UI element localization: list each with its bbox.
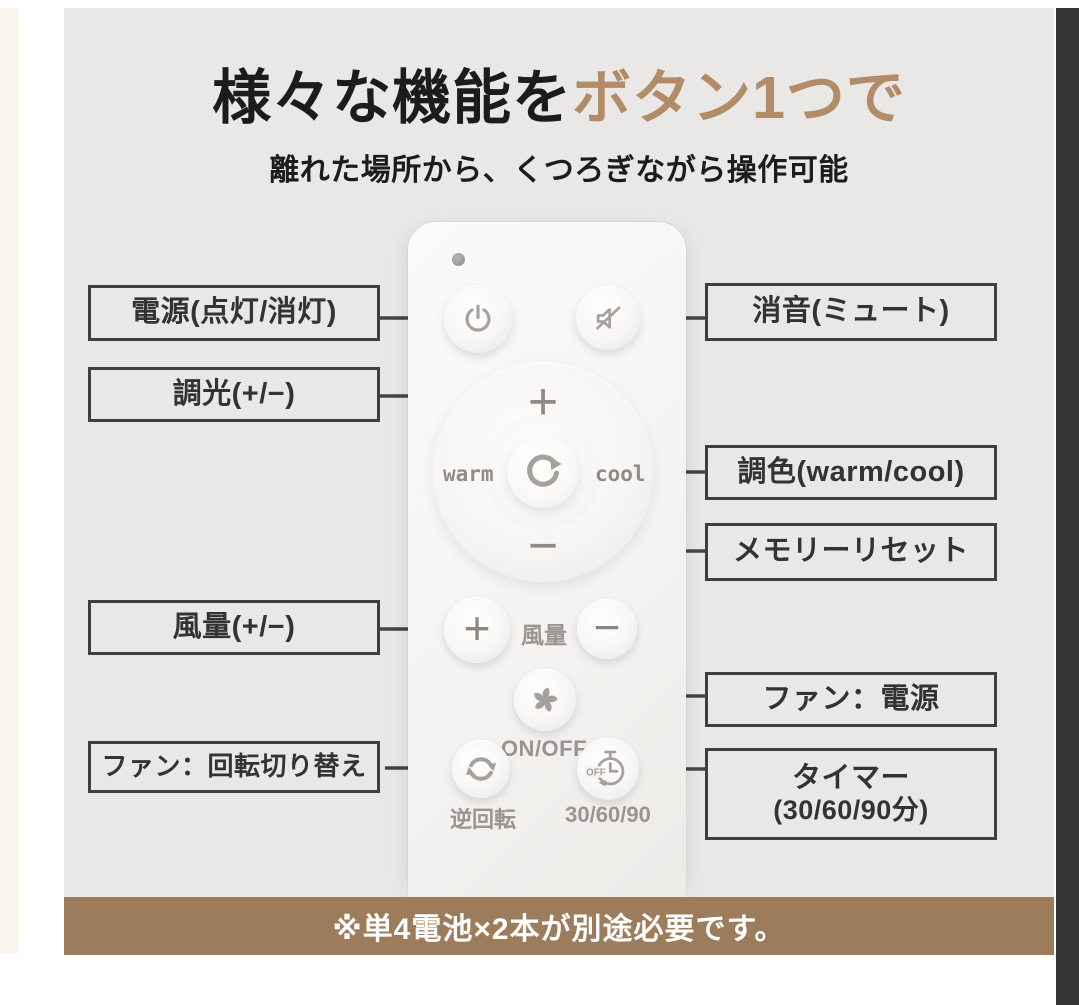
callout-timer-sublabel: (30/60/90分) [773, 795, 929, 826]
minus-glyph: − [593, 601, 621, 653]
product-image: 様々な機能をボタン1つで 離れた場所から、くつろぎながら操作可能 [64, 8, 1054, 955]
callout-fan-power-label: ファン：電源 [762, 682, 940, 715]
right-dark-strip [1056, 8, 1079, 1005]
led-indicator [452, 253, 465, 266]
remote-control: + − warm cool + 風量 − [408, 222, 686, 897]
timer-values-label: 30/60/90 [565, 802, 651, 827]
callout-dimming-label: 調光(+/−) [172, 377, 296, 410]
fan-speed-label: 風量 [521, 622, 567, 648]
callout-fan-power: ファン：電源 [705, 672, 997, 727]
cool-zone[interactable]: cool [595, 462, 646, 486]
rotation-button[interactable] [452, 740, 510, 798]
fan-icon [534, 687, 558, 712]
rotate-icon [465, 757, 497, 781]
timer-off-label: OFF [586, 768, 606, 779]
callout-dimming: 調光(+/−) [88, 367, 380, 422]
fan-speed-minus-button[interactable]: − [577, 599, 637, 659]
reverse-rotation-label: 逆回転 [449, 807, 516, 832]
dim-plus-zone[interactable]: + [527, 373, 559, 431]
callout-mute: 消音(ミュート) [705, 283, 997, 341]
battery-note-bar: ※単4電池×2本が別途必要です。 [64, 897, 1054, 955]
callout-timer-label: タイマー [791, 761, 910, 794]
power-icon [465, 304, 491, 332]
callout-fan-speed-label: 風量(+/−) [172, 610, 296, 643]
timer-off-mask [585, 766, 603, 778]
memory-reset-button[interactable] [507, 436, 579, 508]
callout-power: 電源(点灯/消灯) [88, 285, 380, 341]
battery-note: ※単4電池×2本が別途必要です。 [332, 913, 786, 946]
callout-timer: タイマー (30/60/90分) [705, 748, 997, 840]
dimmer-pad: + − warm cool [433, 362, 653, 582]
callout-fan-rotation-label: ファン：回転切り替え [101, 751, 367, 782]
fan-speed-plus-button[interactable]: + [444, 597, 510, 663]
page-subtitle: 離れた場所から、くつろぎながら操作可能 [269, 154, 849, 187]
warm-zone[interactable]: warm [443, 462, 494, 486]
title-main: 様々な機能を [212, 65, 573, 131]
timer-icon: OFF [585, 750, 625, 787]
plus-glyph: + [463, 602, 491, 654]
left-margin-strip [0, 8, 19, 953]
mute-icon [596, 306, 621, 330]
title-accent: ボタン1つで [572, 65, 906, 131]
fan-power-button[interactable] [514, 669, 576, 731]
callout-mute-label: 消音(ミュート) [752, 295, 950, 328]
callout-memory-reset: メモリーリセット [705, 523, 997, 581]
callout-power-label: 電源(点灯/消灯) [131, 296, 337, 329]
callout-color-temp: 調色(warm/cool) [705, 445, 997, 500]
fan-onoff-label: ON/OFF [500, 736, 588, 761]
power-button[interactable] [444, 285, 512, 353]
callout-color-temp-label: 調色(warm/cool) [737, 455, 965, 488]
callout-fan-rotation: ファン：回転切り替え [88, 741, 380, 793]
page-title: 様々な機能をボタン1つで [64, 50, 1054, 135]
mute-button[interactable] [576, 286, 640, 350]
timer-button[interactable]: OFF [577, 738, 639, 800]
dim-minus-zone[interactable]: − [527, 517, 559, 575]
callout-memory-reset-label: メモリーリセット [732, 535, 969, 568]
refresh-icon [527, 454, 562, 487]
callout-fan-speed: 風量(+/−) [88, 600, 380, 655]
